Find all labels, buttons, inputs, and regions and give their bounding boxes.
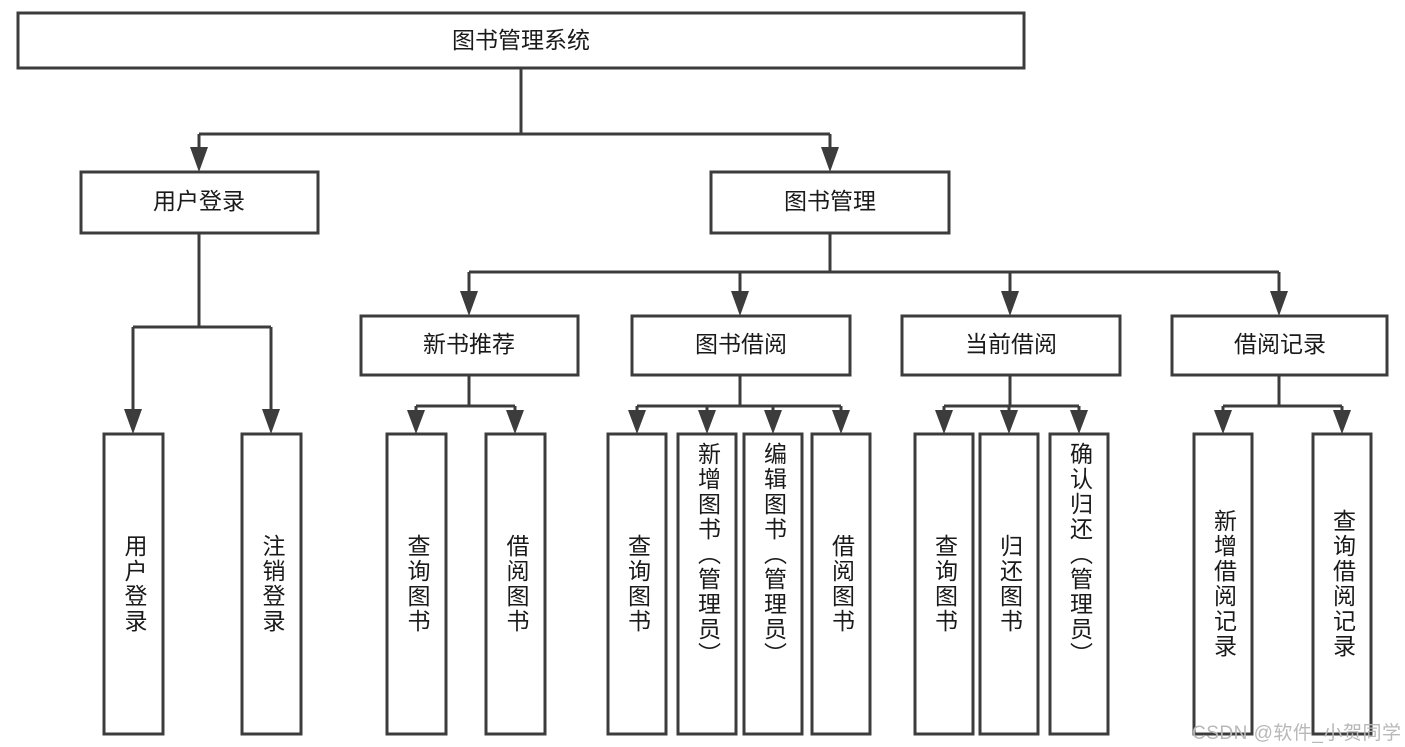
arrow-to-leaf-confirm-return xyxy=(1070,410,1088,434)
node-box-leaf-query-book-rec[interactable] xyxy=(385,432,448,736)
node-label-book-management: 图书管理 xyxy=(784,188,876,214)
arrow-to-leaf-user-login xyxy=(124,409,142,434)
arrow-to-new-book-recommend xyxy=(460,291,478,316)
arrow-to-book-borrow xyxy=(731,291,749,316)
arrow-to-leaf-query-book-rec xyxy=(407,410,425,434)
node-box-leaf-query-book-current[interactable] xyxy=(913,432,975,736)
node-box-leaf-query-record[interactable] xyxy=(1311,432,1373,736)
node-box-leaf-borrow-book[interactable] xyxy=(810,432,872,736)
arrow-to-leaf-borrow-book xyxy=(832,410,850,434)
arrow-to-leaf-edit-book xyxy=(764,410,782,434)
node-box-book-management[interactable] xyxy=(709,170,951,235)
node-label-new-book-recommend: 新书推荐 xyxy=(423,331,515,357)
node-box-book-borrow[interactable] xyxy=(630,314,852,377)
arrow-to-current-borrow xyxy=(1001,291,1019,316)
arrow-to-leaf-logout xyxy=(262,409,280,434)
node-box-leaf-confirm-return[interactable] xyxy=(1048,432,1110,736)
node-box-user-login[interactable] xyxy=(79,170,320,235)
arrow-to-leaf-return-book xyxy=(1000,410,1018,434)
csdn-watermark: CSDN @软件_小贺同学 xyxy=(1192,723,1402,744)
arrow-to-leaf-query-book-borrow xyxy=(628,410,646,434)
node-box-leaf-return-book[interactable] xyxy=(978,432,1040,736)
node-box-leaf-logout[interactable] xyxy=(240,432,303,736)
arrow-to-leaf-add-record xyxy=(1214,410,1232,434)
arrow-to-user-login xyxy=(190,147,208,172)
node-layer: 图书管理系统 用户登录 图书管理 新书推荐 图书借阅 当前借阅 借阅记录 xyxy=(16,11,1389,736)
arrow-to-leaf-add-book xyxy=(698,410,716,434)
node-label-book-borrow: 图书借阅 xyxy=(695,331,787,357)
node-box-leaf-query-book-borrow[interactable] xyxy=(606,432,668,736)
node-box-leaf-edit-book[interactable] xyxy=(742,432,804,736)
node-box-leaf-borrow-book-rec[interactable] xyxy=(484,432,547,736)
node-box-leaf-add-book[interactable] xyxy=(676,432,738,736)
arrow-to-borrow-record xyxy=(1270,291,1288,316)
arrow-to-leaf-borrow-book-rec xyxy=(506,410,524,434)
arrow-to-leaf-query-book-current xyxy=(935,410,953,434)
arrow-to-book-management xyxy=(821,147,839,172)
node-box-leaf-add-record[interactable] xyxy=(1192,432,1254,736)
node-label-current-borrow: 当前借阅 xyxy=(965,331,1057,357)
node-box-new-book-recommend[interactable] xyxy=(359,314,580,377)
connector-layer xyxy=(124,68,1351,434)
node-box-leaf-user-login[interactable] xyxy=(102,432,165,736)
node-label-borrow-record: 借阅记录 xyxy=(1234,331,1326,357)
node-label-title: 图书管理系统 xyxy=(452,27,590,53)
node-box-title[interactable] xyxy=(16,11,1026,70)
node-box-borrow-record[interactable] xyxy=(1170,314,1389,377)
node-label-user-login: 用户登录 xyxy=(153,188,245,214)
node-box-current-borrow[interactable] xyxy=(900,314,1122,377)
arrow-to-leaf-query-record xyxy=(1333,410,1351,434)
